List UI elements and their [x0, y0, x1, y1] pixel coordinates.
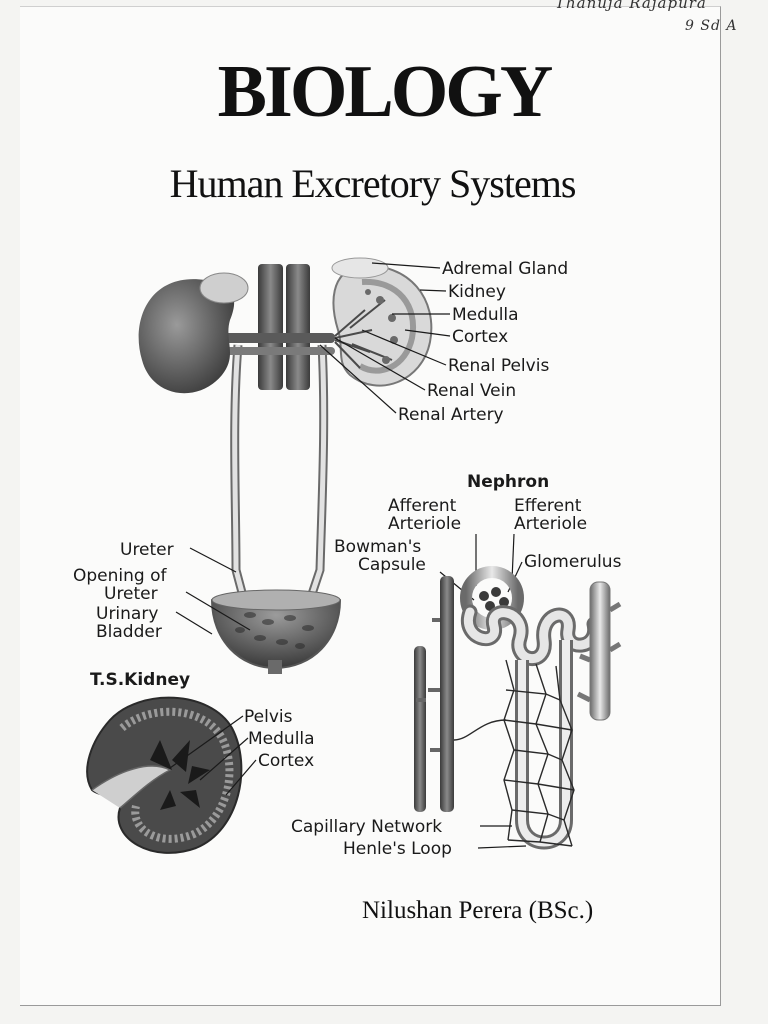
ts-label-cortex: Cortex — [258, 751, 314, 771]
nephron-label-bowmans-line2: Capsule — [358, 555, 426, 575]
label-kidney: Kidney — [448, 282, 506, 302]
nephron-label-afferent-line1: Afferent — [388, 496, 457, 516]
author-name: Nilushan Perera (BSc.) — [362, 897, 594, 924]
nephron-label-bowmans-line1: Bowman's — [334, 537, 421, 557]
bladder-leader-lines — [175, 547, 251, 635]
label-cortex: Cortex — [452, 327, 508, 347]
nephron-illustration — [414, 566, 622, 850]
label-adrenal-gland: Adremal Gland — [442, 259, 568, 279]
ts-kidney-illustration — [86, 696, 243, 854]
vena-cava — [286, 264, 310, 390]
label-ureter: Ureter — [120, 540, 174, 560]
handwritten-name: Thanuja Rajapura — [555, 0, 707, 12]
ts-label-pelvis: Pelvis — [244, 707, 293, 727]
label-renal-artery: Renal Artery — [398, 405, 504, 425]
nephron-label-capillary-network: Capillary Network — [291, 817, 442, 837]
nephron-label-glomerulus: Glomerulus — [524, 552, 622, 572]
label-renal-pelvis: Renal Pelvis — [448, 356, 549, 376]
nephron-heading: Nephron — [467, 472, 549, 492]
left-adrenal-gland — [199, 272, 249, 304]
ts-kidney-leader-lines — [169, 715, 257, 796]
label-opening-of-ureter-line1: Opening of — [73, 566, 167, 586]
label-medulla: Medulla — [452, 305, 519, 325]
nephron-label-efferent-line1: Efferent — [514, 496, 582, 516]
left-kidney — [138, 279, 235, 394]
page-subtitle: Human Excretory Systems — [169, 161, 577, 206]
page-title: BIOLOGY — [217, 51, 554, 133]
nephron-bottom-leader-lines — [477, 825, 527, 849]
aorta — [258, 264, 283, 390]
nephron-label-henles-loop: Henle's Loop — [343, 839, 452, 859]
nephron-label-afferent-line2: Arteriole — [388, 514, 461, 534]
ts-label-medulla: Medulla — [248, 729, 315, 749]
handwritten-class: 9 Sd A — [685, 18, 738, 34]
label-renal-vein: Renal Vein — [427, 381, 516, 401]
label-urinary-bladder-line2: Bladder — [96, 622, 162, 642]
urinary-system-illustration — [138, 257, 433, 674]
label-urinary-bladder-line1: Urinary — [96, 604, 158, 624]
label-opening-of-ureter-line2: Ureter — [104, 584, 158, 604]
kidney-leader-lines — [319, 262, 451, 414]
nephron-label-efferent-line2: Arteriole — [514, 514, 587, 534]
ts-kidney-heading: T.S.Kidney — [90, 670, 190, 690]
